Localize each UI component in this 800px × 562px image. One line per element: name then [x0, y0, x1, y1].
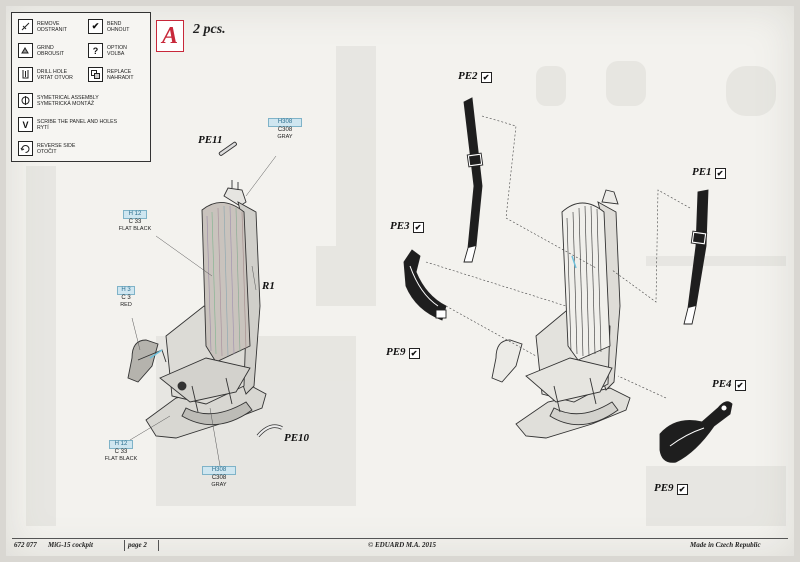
assembly-drawings	[127, 97, 733, 467]
scribe-icon: V	[18, 117, 33, 132]
footer-page: page 2	[128, 541, 147, 549]
option-icon: ?	[88, 43, 103, 58]
step-badge: A	[156, 20, 184, 52]
paint-gray-top: H308 C308 GRAY	[268, 118, 302, 141]
paint-flat-black-top: H 12 C 33 FLAT BLACK	[118, 210, 152, 232]
seat-exploded-drawing	[491, 189, 631, 439]
label-pe1: PE1✔	[692, 166, 726, 179]
label-r1: R1	[262, 280, 275, 292]
label-pe9-upper: PE9✔	[386, 346, 420, 359]
bend-icon: ✔	[408, 348, 420, 359]
bend-icon: ✔	[734, 380, 746, 391]
label-pe2: PE2✔	[458, 70, 492, 83]
pe1-belt-drawing	[683, 189, 709, 325]
footer-kit-number: 672 077	[14, 541, 37, 549]
pe3-part-drawing	[403, 249, 447, 321]
remove-icon	[18, 19, 33, 34]
drill-hole-icon	[18, 67, 33, 82]
label-pe11: PE11	[198, 134, 223, 146]
paint-gray-bottom: H308 C308 GRAY	[202, 466, 236, 489]
replace-icon	[88, 67, 103, 82]
label-pe3: PE3✔	[390, 220, 424, 233]
bend-icon: ✔	[480, 72, 492, 83]
label-pe9-lower: PE9✔	[654, 482, 688, 495]
reverse-side-icon	[18, 141, 33, 156]
paint-flat-black-bottom: H 12 C 33 FLAT BLACK	[104, 440, 138, 462]
footer-made-in: Made in Czech Republic	[690, 541, 761, 549]
bend-icon: ✔	[676, 484, 688, 495]
bend-icon: ✔	[412, 222, 424, 233]
seat-r1-drawing	[127, 141, 267, 439]
paint-red: H 3 C 3 RED	[112, 286, 140, 309]
bend-icon: ✔	[88, 19, 103, 34]
quantity-label: 2 pcs.	[193, 22, 226, 37]
footer-title: MiG-15 cockpit	[48, 541, 93, 549]
footer-copyright: © EDUARD M.A. 2015	[368, 541, 437, 549]
grind-icon	[18, 43, 33, 58]
pe4-part-drawing	[659, 401, 733, 463]
pe2-belt-drawing	[463, 97, 484, 263]
symmetrical-icon	[18, 93, 33, 108]
label-pe4: PE4✔	[712, 378, 746, 391]
page-footer: 672 077 MiG-15 cockpit page 2 © EDUARD M…	[12, 538, 788, 551]
label-pe10: PE10	[284, 432, 310, 444]
bend-icon: ✔	[714, 168, 726, 179]
